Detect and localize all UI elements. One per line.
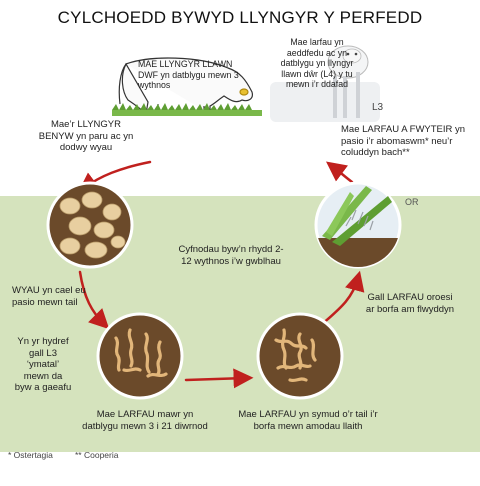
eggs-passed-label: WYAU yn cael eu pasio mewn tail [12, 285, 86, 308]
l3-label: L3 [372, 102, 384, 113]
footnote-abomasum: * Ostertagia [8, 450, 53, 460]
eggs-in-dung-circle [46, 181, 134, 269]
larvae-on-grass-circle [314, 181, 402, 269]
footnote-intestine: ** Cooperia [75, 450, 119, 460]
eaten-larvae-label: Mae LARFAU A FWYTEIR yn pasio i’r abomas… [341, 124, 466, 158]
larvae-in-dung-circle [96, 312, 184, 400]
l3-winter-label: Yn yr hydref gall L3 ‘ymatal’ mewn da by… [14, 336, 72, 393]
cow-adult-worms-label: MAE LLYNGYR LLAWN DWF yn datblygu mewn 3… [138, 59, 239, 90]
diagram-title: CYLCHOEDD BYWYD LLYNGYR Y PERFEDD [57, 8, 423, 27]
free-living-stages-label: Cyfnodau byw’n rhydd 2-12 wythnos i’w gw… [178, 244, 284, 267]
or-label: OR [405, 197, 419, 207]
larvae-move-label: Mae LARFAU yn symud o’r tail i’r borfa m… [238, 409, 378, 432]
larvae-develop-label: Mae LARFAU mawr yn datblygu mewn 3 i 21 … [82, 409, 208, 432]
sheep-illustration [270, 45, 380, 122]
grass-strip-cow [112, 103, 262, 116]
female-worms-label: Mae’r LLYNGYR BENYW yn paru ac yn dodwy … [38, 119, 134, 153]
larvae-moving-circle [256, 312, 344, 400]
pasture-larvae-label: Gall LARFAU oroesi ar borfa am flwyddyn [365, 292, 455, 315]
sheep-larvae-label: Mae larfau yn aeddfedu ac yn datblygu yn… [280, 37, 354, 89]
